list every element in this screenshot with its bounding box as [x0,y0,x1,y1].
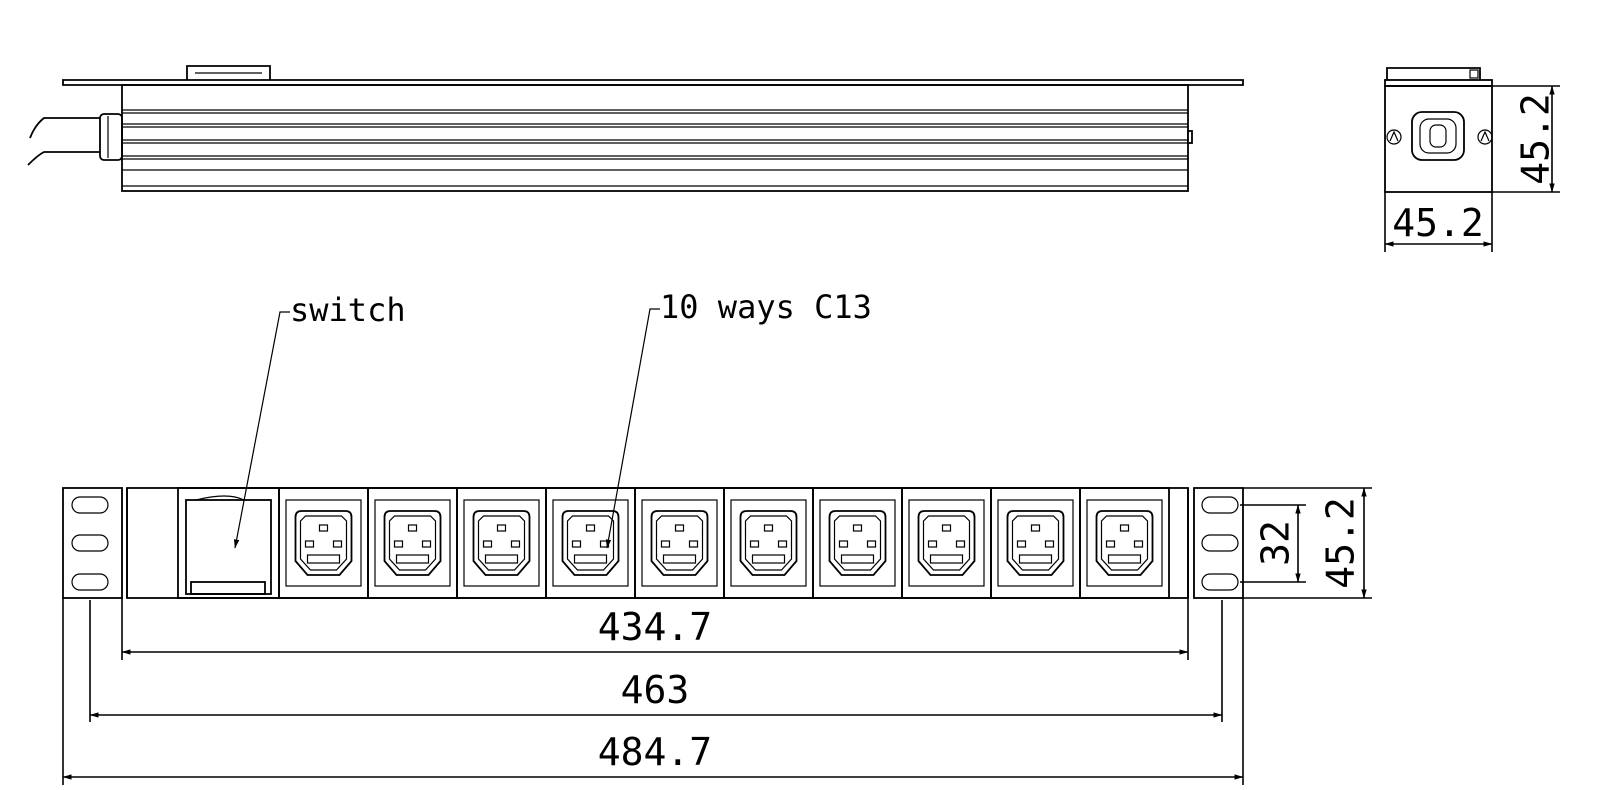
mount-hole [1201,534,1239,552]
overall-length-label: 484.7 [598,730,712,774]
hole-pitch-label: 32 [1254,520,1298,566]
c13-outlet [278,487,369,599]
c13-outlet [812,487,903,599]
c13-outlet [545,487,636,599]
c13-outlet [634,487,725,599]
front-height-label: 45.2 [1319,497,1363,589]
c13-outlet [1079,487,1170,599]
mount-hole [1201,573,1239,591]
mount-hole [71,573,109,591]
c13-outlet [456,487,547,599]
switch-label: switch [290,291,406,329]
outlets-callout: 10 ways C13 [605,288,872,549]
c13-outlet [901,487,992,599]
side-view: 45.2 45.2 [1384,67,1560,252]
mount-hole [71,534,109,552]
mount-hole [1201,496,1239,514]
mount-hole [71,496,109,514]
c13-outlet [723,487,814,599]
mount-pitch-label: 463 [621,668,690,712]
side-height-label: 45.2 [1514,93,1558,185]
switch-callout: switch [233,291,406,549]
rocker-switch [177,487,280,599]
outlets-label: 10 ways C13 [660,288,872,326]
c13-outlet [990,487,1081,599]
outlet-row [278,487,1170,599]
c13-outlet [367,487,458,599]
side-width-label: 45.2 [1392,201,1484,245]
top-view [27,65,1244,192]
front-view: 32 45.2 [62,487,1372,599]
body-length-label: 434.7 [598,605,712,649]
length-dimensions: 434.7 463 484.7 [62,598,1244,785]
